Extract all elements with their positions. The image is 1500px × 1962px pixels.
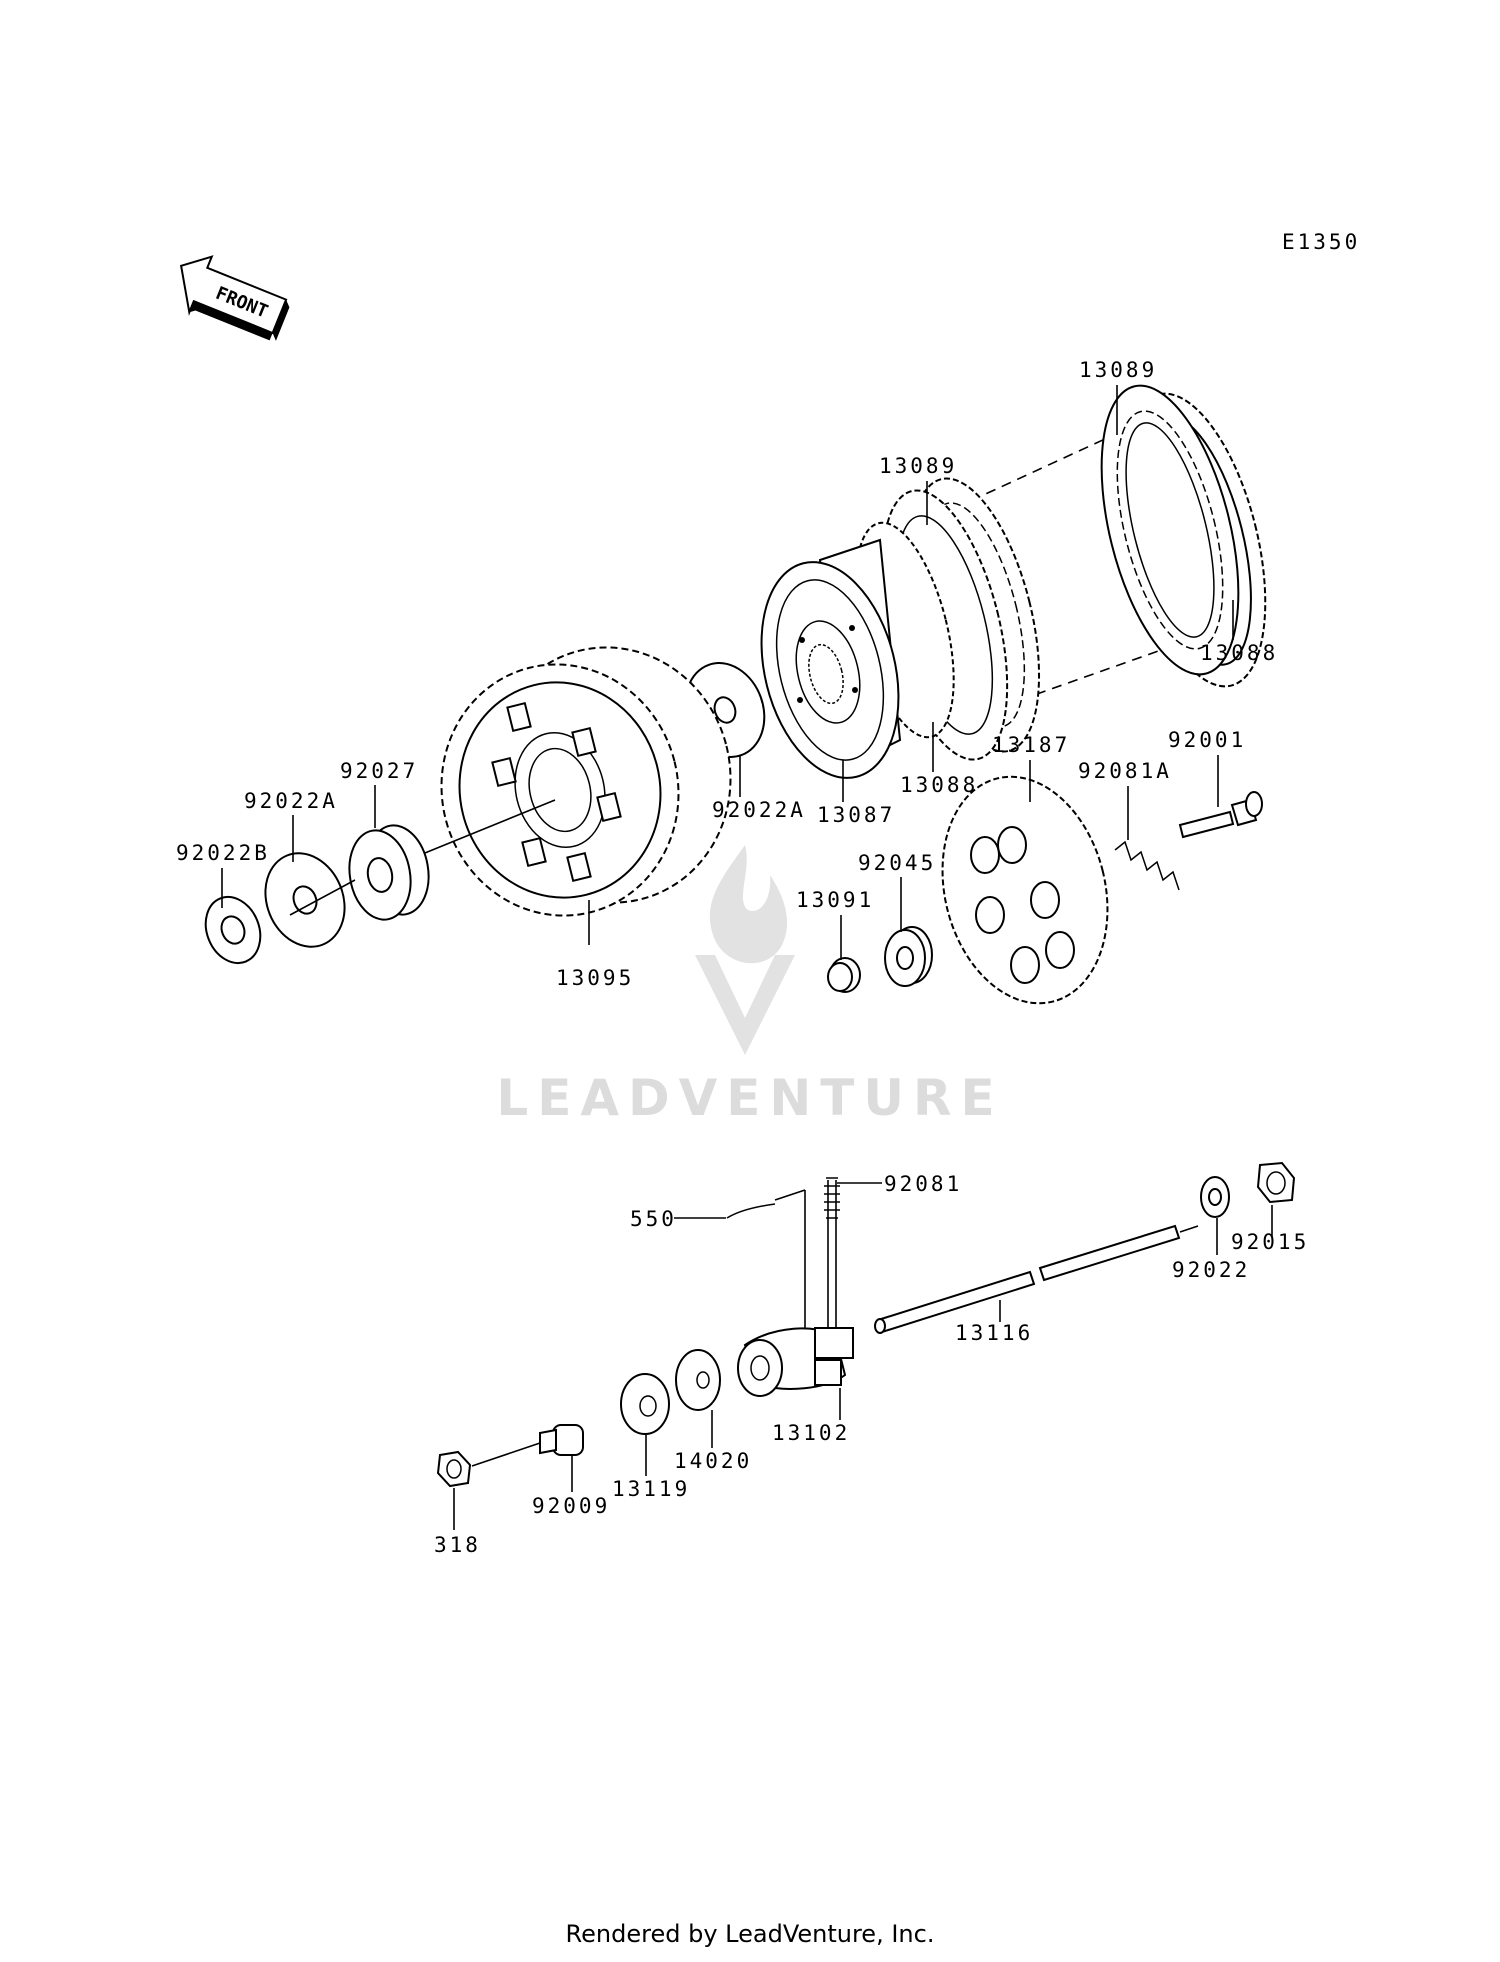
part-label-13091: 13091	[796, 888, 874, 912]
part-label-13116: 13116	[955, 1321, 1033, 1345]
part-label-550: 550	[630, 1207, 677, 1231]
release-shaft	[874, 1224, 1199, 1334]
watermark-text: LEADVENTURE	[496, 1069, 1003, 1127]
nut-92015	[1256, 1161, 1296, 1204]
front-arrow-icon: FRONT	[179, 255, 290, 341]
part-label-13187: 13187	[992, 733, 1070, 757]
bearing-92045	[884, 926, 933, 987]
washer-92022b	[204, 896, 262, 964]
spring-92081	[824, 1177, 840, 1330]
part-label-13089-right: 13089	[1079, 358, 1157, 382]
cap-13091	[827, 957, 861, 993]
release-lever	[737, 1327, 854, 1397]
diagram-code: E1350	[1282, 230, 1360, 254]
part-label-13088-right: 13088	[1200, 641, 1278, 665]
plate-14020	[675, 1349, 721, 1411]
part-label-92015: 92015	[1231, 1230, 1309, 1254]
part-label-318: 318	[434, 1533, 481, 1557]
part-label-92022a-right: 92022A	[712, 798, 806, 822]
part-label-13087: 13087	[817, 803, 895, 827]
sleeve-92027	[348, 824, 430, 921]
part-label-92022b: 92022B	[176, 841, 270, 865]
clutch-plate-pair-right	[1100, 384, 1267, 688]
part-label-92001: 92001	[1168, 728, 1246, 752]
leader-lines	[221, 385, 1273, 1530]
clutch-housing-gear	[440, 646, 732, 917]
pressure-plate	[941, 775, 1109, 1005]
bolt-92001	[1178, 791, 1263, 839]
part-label-13095: 13095	[556, 966, 634, 990]
part-label-14020: 14020	[674, 1449, 752, 1473]
part-label-92081: 92081	[884, 1172, 962, 1196]
leadventure-watermark: LEADVENTURE	[496, 845, 1003, 1127]
part-label-92022a-left: 92022A	[244, 789, 338, 813]
adjust-screw-92009	[471, 1424, 584, 1467]
part-label-92022: 92022	[1172, 1258, 1250, 1282]
part-label-92081a: 92081A	[1078, 759, 1172, 783]
part-labels: 13089 13089 13088 13088 13087 92022A 920…	[176, 358, 1309, 1557]
part-label-13102: 13102	[772, 1421, 850, 1445]
nut-318	[436, 1450, 472, 1488]
washer-92022a-left	[264, 852, 346, 948]
washer-92022	[1200, 1176, 1230, 1218]
spring-92081a	[1114, 840, 1180, 891]
part-label-13089-middle: 13089	[879, 454, 957, 478]
part-label-92045: 92045	[858, 851, 936, 875]
footer-credit: Rendered by LeadVenture, Inc.	[565, 1920, 935, 1948]
part-label-13088-middle: 13088	[900, 773, 978, 797]
part-label-13119: 13119	[612, 1477, 690, 1501]
part-label-92027: 92027	[340, 759, 418, 783]
clutch-hub	[760, 521, 955, 779]
part-label-92009: 92009	[532, 1494, 610, 1518]
cam-13119	[620, 1373, 670, 1435]
